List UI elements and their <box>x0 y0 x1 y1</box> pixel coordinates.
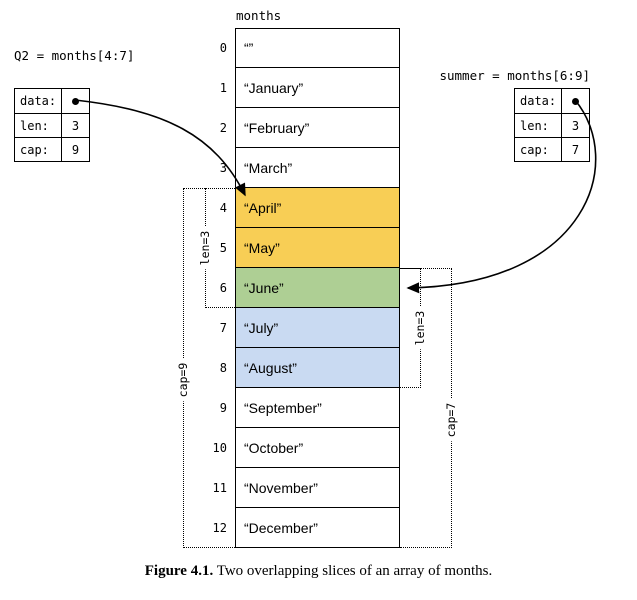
array-cell-value: “September” <box>244 399 322 416</box>
figure-caption-label: Figure 4.1. <box>144 563 214 579</box>
array-row: 3 “March” <box>198 148 400 188</box>
q2-slice-box: data: len: 3 cap: 9 <box>14 88 90 162</box>
q2-cap-row: cap: 9 <box>15 137 89 161</box>
summer-cap-row: cap: 7 <box>515 137 589 161</box>
array-index: 6 <box>219 281 227 295</box>
q2-len-value: 3 <box>61 114 89 137</box>
array-index: 5 <box>219 241 227 255</box>
summer-data-row: data: <box>515 89 589 113</box>
array-row: 8 “August” <box>198 348 400 388</box>
array-index: 2 <box>219 121 227 135</box>
array-cell: “April” <box>235 188 400 228</box>
array-row: 9 “September” <box>198 388 400 428</box>
array-cell-value: “November” <box>244 479 318 496</box>
array-cell: “December” <box>235 508 400 548</box>
array-cell: “March” <box>235 148 400 188</box>
summer-cap-label: cap: <box>520 142 549 157</box>
summer-slice-header: summer = months[6:9] <box>439 68 590 83</box>
summer-len-label: len: <box>520 118 549 133</box>
array-cell: “August” <box>235 348 400 388</box>
q2-slice-header: Q2 = months[4:7] <box>14 48 135 63</box>
array-cell: “June” <box>235 268 400 308</box>
array-index: 7 <box>219 321 227 335</box>
q2-len-bracket-label: len=3 <box>197 226 213 270</box>
summer-cap-value: 7 <box>561 138 589 161</box>
array-cell: “September” <box>235 388 400 428</box>
q2-data-row: data: <box>15 89 89 113</box>
q2-len-row: len: 3 <box>15 113 89 137</box>
summer-slice-box: data: len: 3 cap: 7 <box>514 88 590 162</box>
array-cell: “July” <box>235 308 400 348</box>
summer-data-label: data: <box>520 94 557 108</box>
array-row: 11 “November” <box>198 468 400 508</box>
array-cell-value: “June” <box>244 279 284 296</box>
q2-pointer-dot <box>72 97 79 105</box>
array-index: 0 <box>219 41 227 55</box>
array-cell-value: “July” <box>244 319 279 336</box>
array-cell-value: “October” <box>244 439 304 456</box>
array-row: 5 “May” <box>198 228 400 268</box>
array-index: 11 <box>212 481 227 495</box>
summer-len-row: len: 3 <box>515 113 589 137</box>
array-cell-value: “May” <box>244 239 280 256</box>
array-cell-value: “March” <box>244 159 293 176</box>
q2-len-label: len: <box>20 118 49 133</box>
array-row: 1 “January” <box>198 68 400 108</box>
q2-cap-bracket-label: cap=9 <box>175 358 191 402</box>
array-cell: “February” <box>235 108 400 148</box>
array-cell: “November” <box>235 468 400 508</box>
array-cell: “October” <box>235 428 400 468</box>
array-row: 0 “” <box>198 28 400 68</box>
summer-len-bracket-label: len=3 <box>412 306 428 350</box>
array-index: 10 <box>212 441 227 455</box>
q2-cap-label: cap: <box>20 142 49 157</box>
summer-cap-bracket-label: cap=7 <box>443 398 459 442</box>
summer-pointer-dot <box>572 97 579 105</box>
q2-data-value <box>61 89 89 113</box>
array-cell-value: “April” <box>244 199 282 216</box>
array-row: 2 “February” <box>198 108 400 148</box>
array-title: months <box>236 8 282 23</box>
array-row: 10 “October” <box>198 428 400 468</box>
array-index: 4 <box>219 201 227 215</box>
array-cell: “May” <box>235 228 400 268</box>
summer-len-value: 3 <box>561 114 589 137</box>
array-index: 1 <box>219 81 227 95</box>
figure-caption-text: Two overlapping slices of an array of mo… <box>216 563 493 579</box>
summer-data-value <box>561 89 589 113</box>
array-row: 6 “June” <box>198 268 400 308</box>
figure-caption: Figure 4.1. Two overlapping slices of an… <box>0 563 637 580</box>
array-index: 12 <box>212 521 227 535</box>
array-cell-value: “February” <box>244 119 310 136</box>
array-cell-value: “” <box>244 40 254 56</box>
q2-cap-value: 9 <box>61 138 89 161</box>
array-cell-value: “January” <box>244 79 304 96</box>
array-cell: “January” <box>235 68 400 108</box>
array-cell: “” <box>235 28 400 68</box>
array-index: 3 <box>219 161 227 175</box>
array-row: 4 “April” <box>198 188 400 228</box>
q2-data-label: data: <box>20 94 57 108</box>
array-cell-value: “August” <box>244 359 297 376</box>
array-cell-value: “December” <box>244 519 318 536</box>
array-row: 7 “July” <box>198 308 400 348</box>
array-row: 12 “December” <box>198 508 400 548</box>
array-index: 9 <box>219 401 227 415</box>
array-index: 8 <box>219 361 227 375</box>
